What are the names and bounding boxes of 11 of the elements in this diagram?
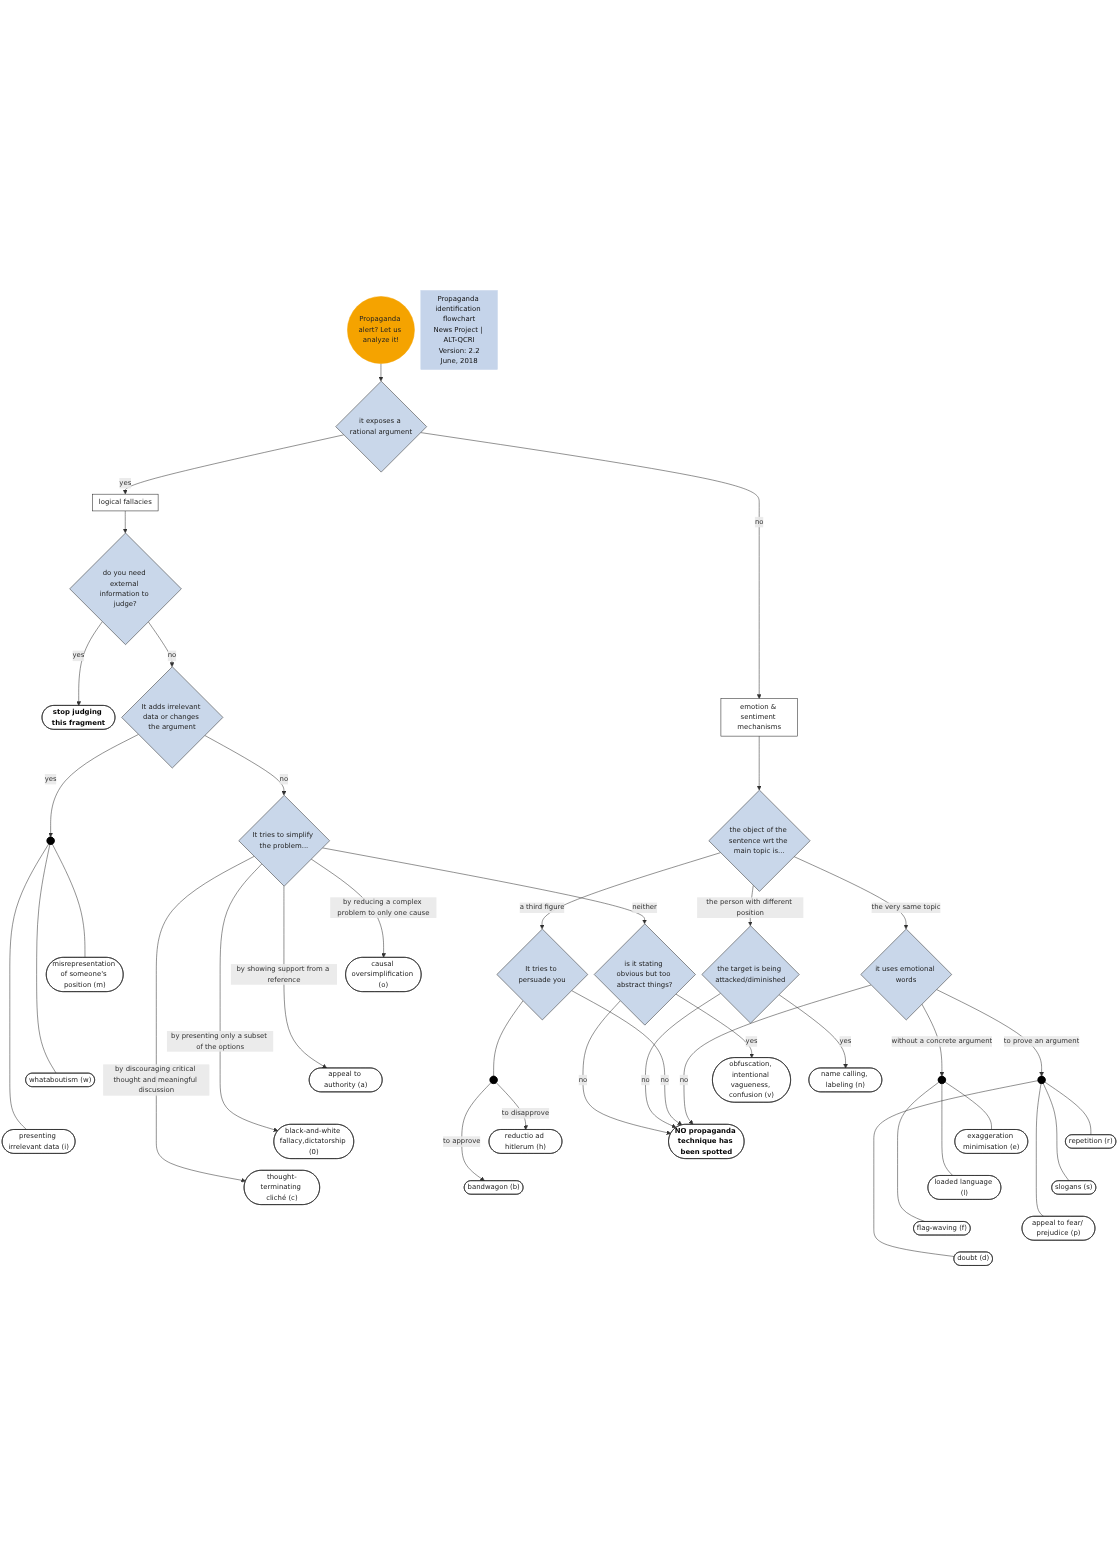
connector <box>36 844 57 1074</box>
connector <box>493 1000 524 1077</box>
connector <box>1044 1081 1092 1136</box>
connector <box>52 843 86 958</box>
connector <box>1036 1083 1045 1217</box>
connector <box>9 843 49 1130</box>
connector <box>941 1083 954 1176</box>
connector <box>1042 1083 1070 1182</box>
connector <box>873 1080 1039 1257</box>
connector <box>944 1081 992 1130</box>
connector <box>897 1081 940 1222</box>
